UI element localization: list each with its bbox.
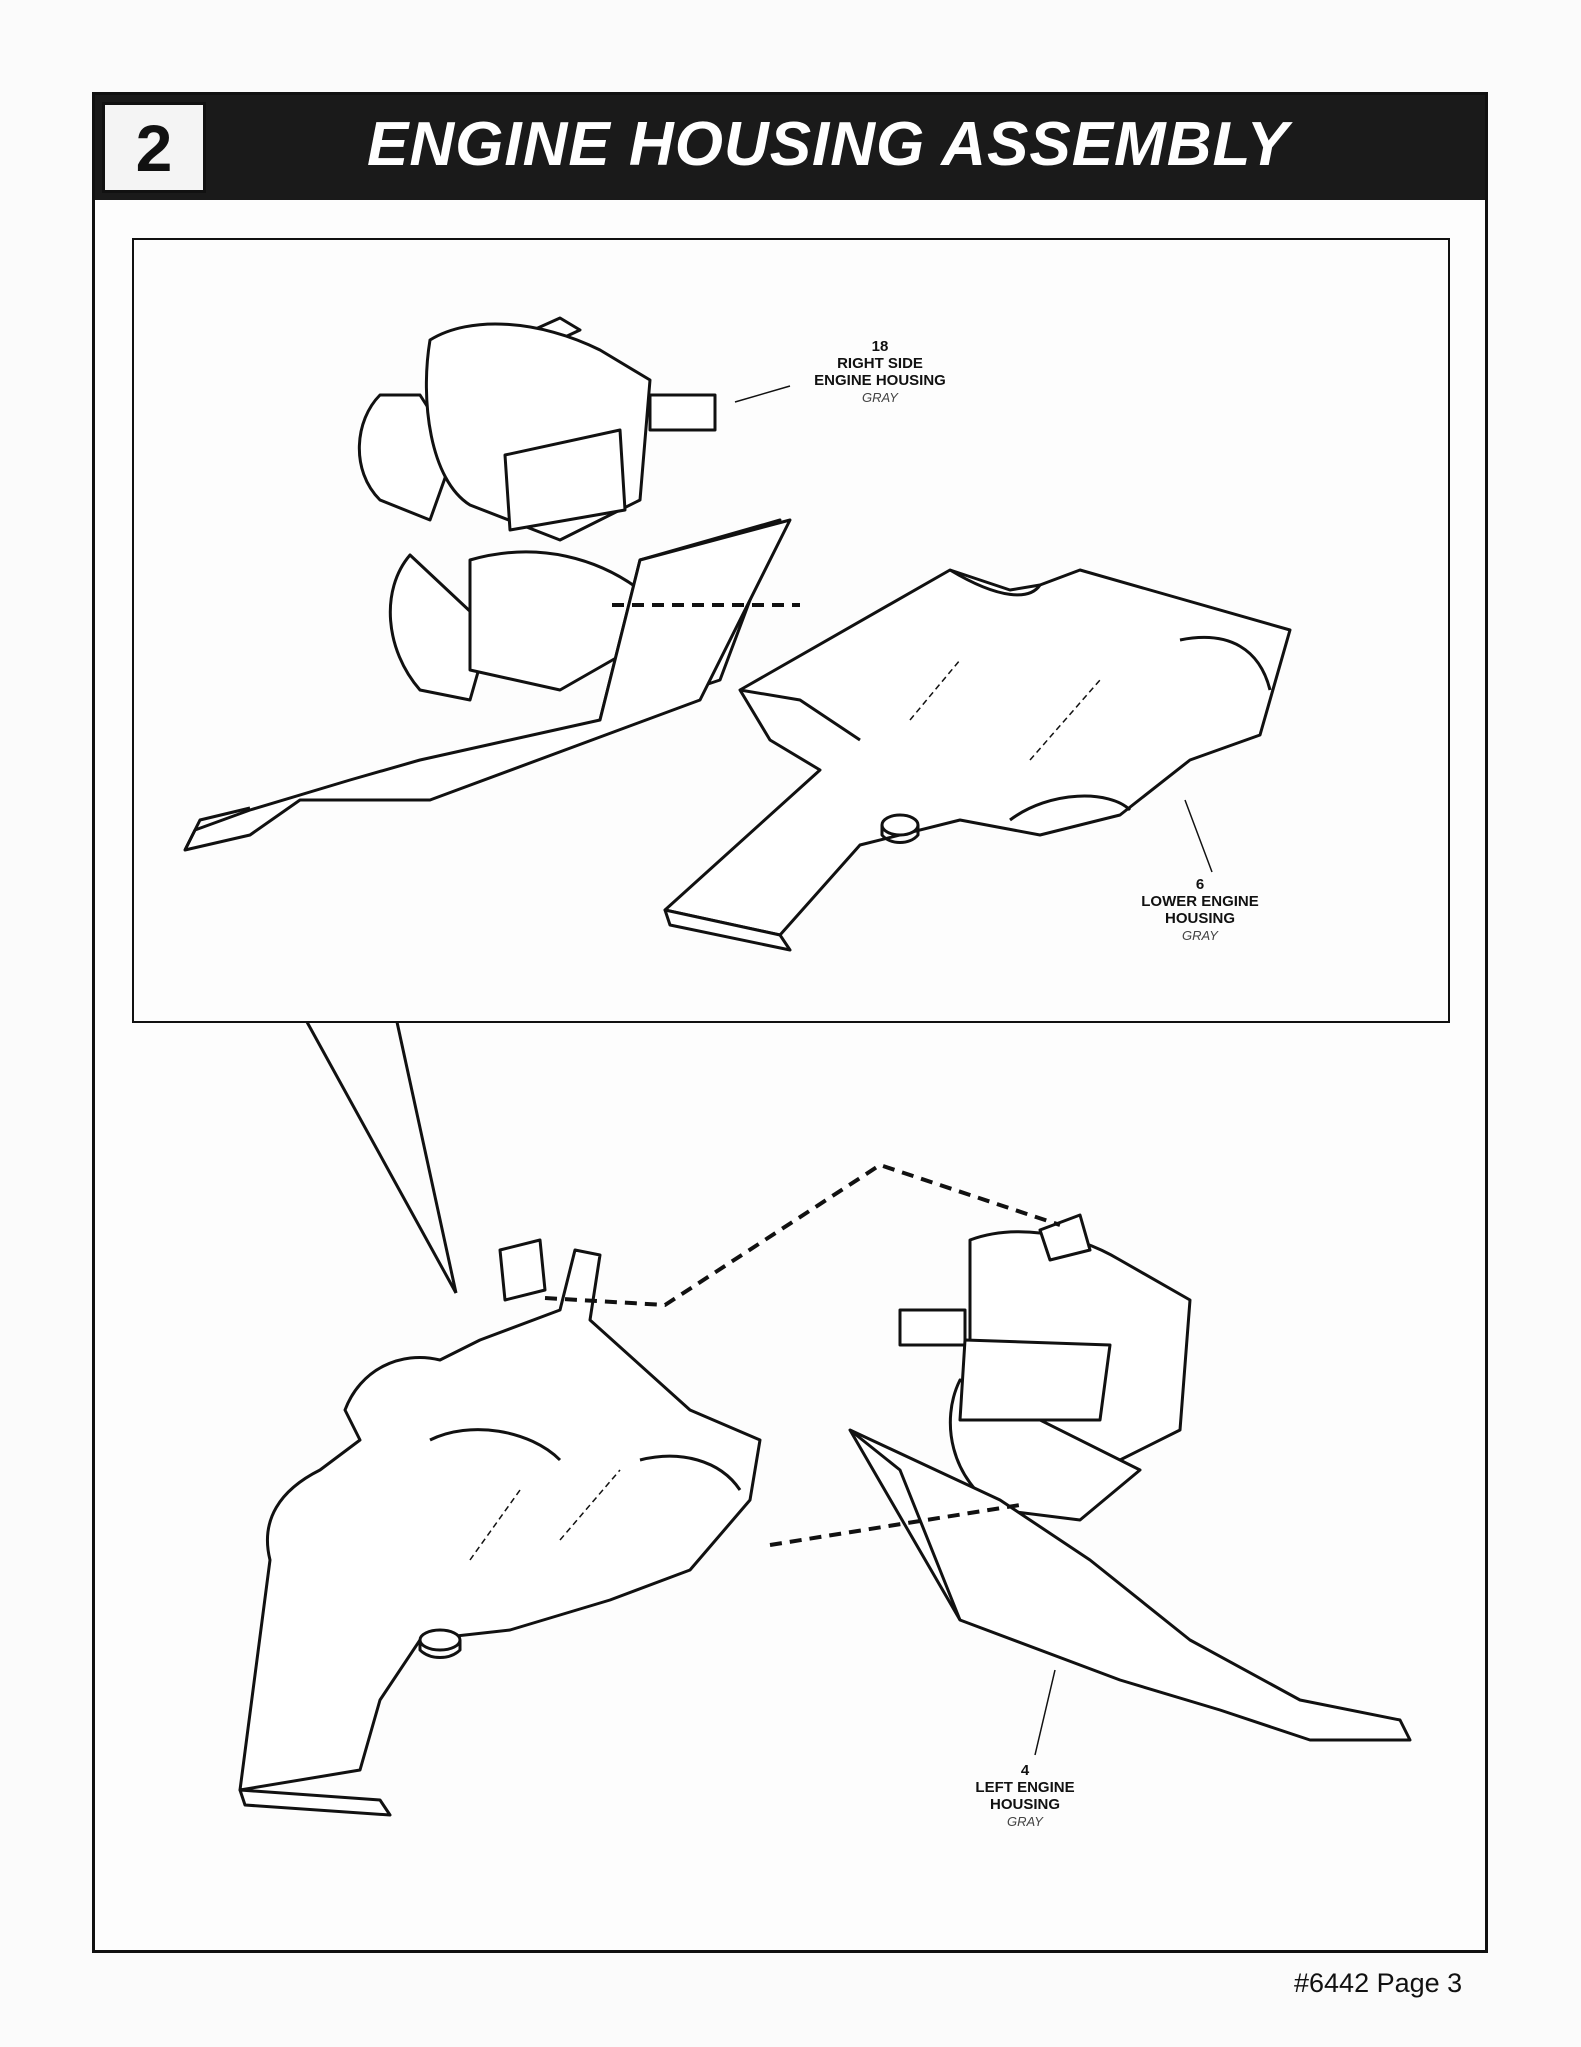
part-4-label: 4 LEFT ENGINE HOUSING GRAY xyxy=(945,1762,1105,1830)
part-color: GRAY xyxy=(862,390,898,405)
part-number: 4 xyxy=(1020,1762,1030,1779)
part-name: ENGINE HOUSING xyxy=(814,372,946,389)
part-number: 18 xyxy=(871,338,889,355)
detail-inset xyxy=(132,238,1450,1023)
part-6-drawing xyxy=(663,568,1292,952)
part-name: RIGHT SIDE xyxy=(837,355,923,372)
leader-part-18 xyxy=(734,385,791,403)
part-18-label: 18 RIGHT SIDE ENGINE HOUSING GRAY xyxy=(800,338,960,406)
part-6-label: 6 LOWER ENGINE HOUSING GRAY xyxy=(1120,876,1280,944)
page-footer: #6442 Page 3 xyxy=(1294,1968,1463,1998)
part-color: GRAY xyxy=(1007,1814,1043,1829)
bottom-left-housing-drawing xyxy=(848,1213,1412,1742)
part-18-drawing xyxy=(183,316,792,852)
part-number: 6 xyxy=(1195,876,1205,893)
step-header: 2 ENGINE HOUSING ASSEMBLY xyxy=(95,95,1485,200)
step-title: ENGINE HOUSING ASSEMBLY xyxy=(367,110,1290,179)
step-number: 2 xyxy=(102,102,206,193)
part-color: GRAY xyxy=(1182,928,1218,943)
part-name: LOWER ENGINE xyxy=(1141,893,1259,910)
leader-part-4 xyxy=(1034,1669,1056,1756)
callout-pointer-right xyxy=(395,1021,458,1294)
part-name: HOUSING xyxy=(1164,910,1235,927)
leader-part-6 xyxy=(1184,799,1213,873)
bottom-lower-housing-drawing xyxy=(238,1238,762,1817)
callout-pointer-left xyxy=(305,1021,458,1294)
part-name: HOUSING xyxy=(989,1796,1060,1813)
part-name: LEFT ENGINE xyxy=(975,1779,1075,1796)
